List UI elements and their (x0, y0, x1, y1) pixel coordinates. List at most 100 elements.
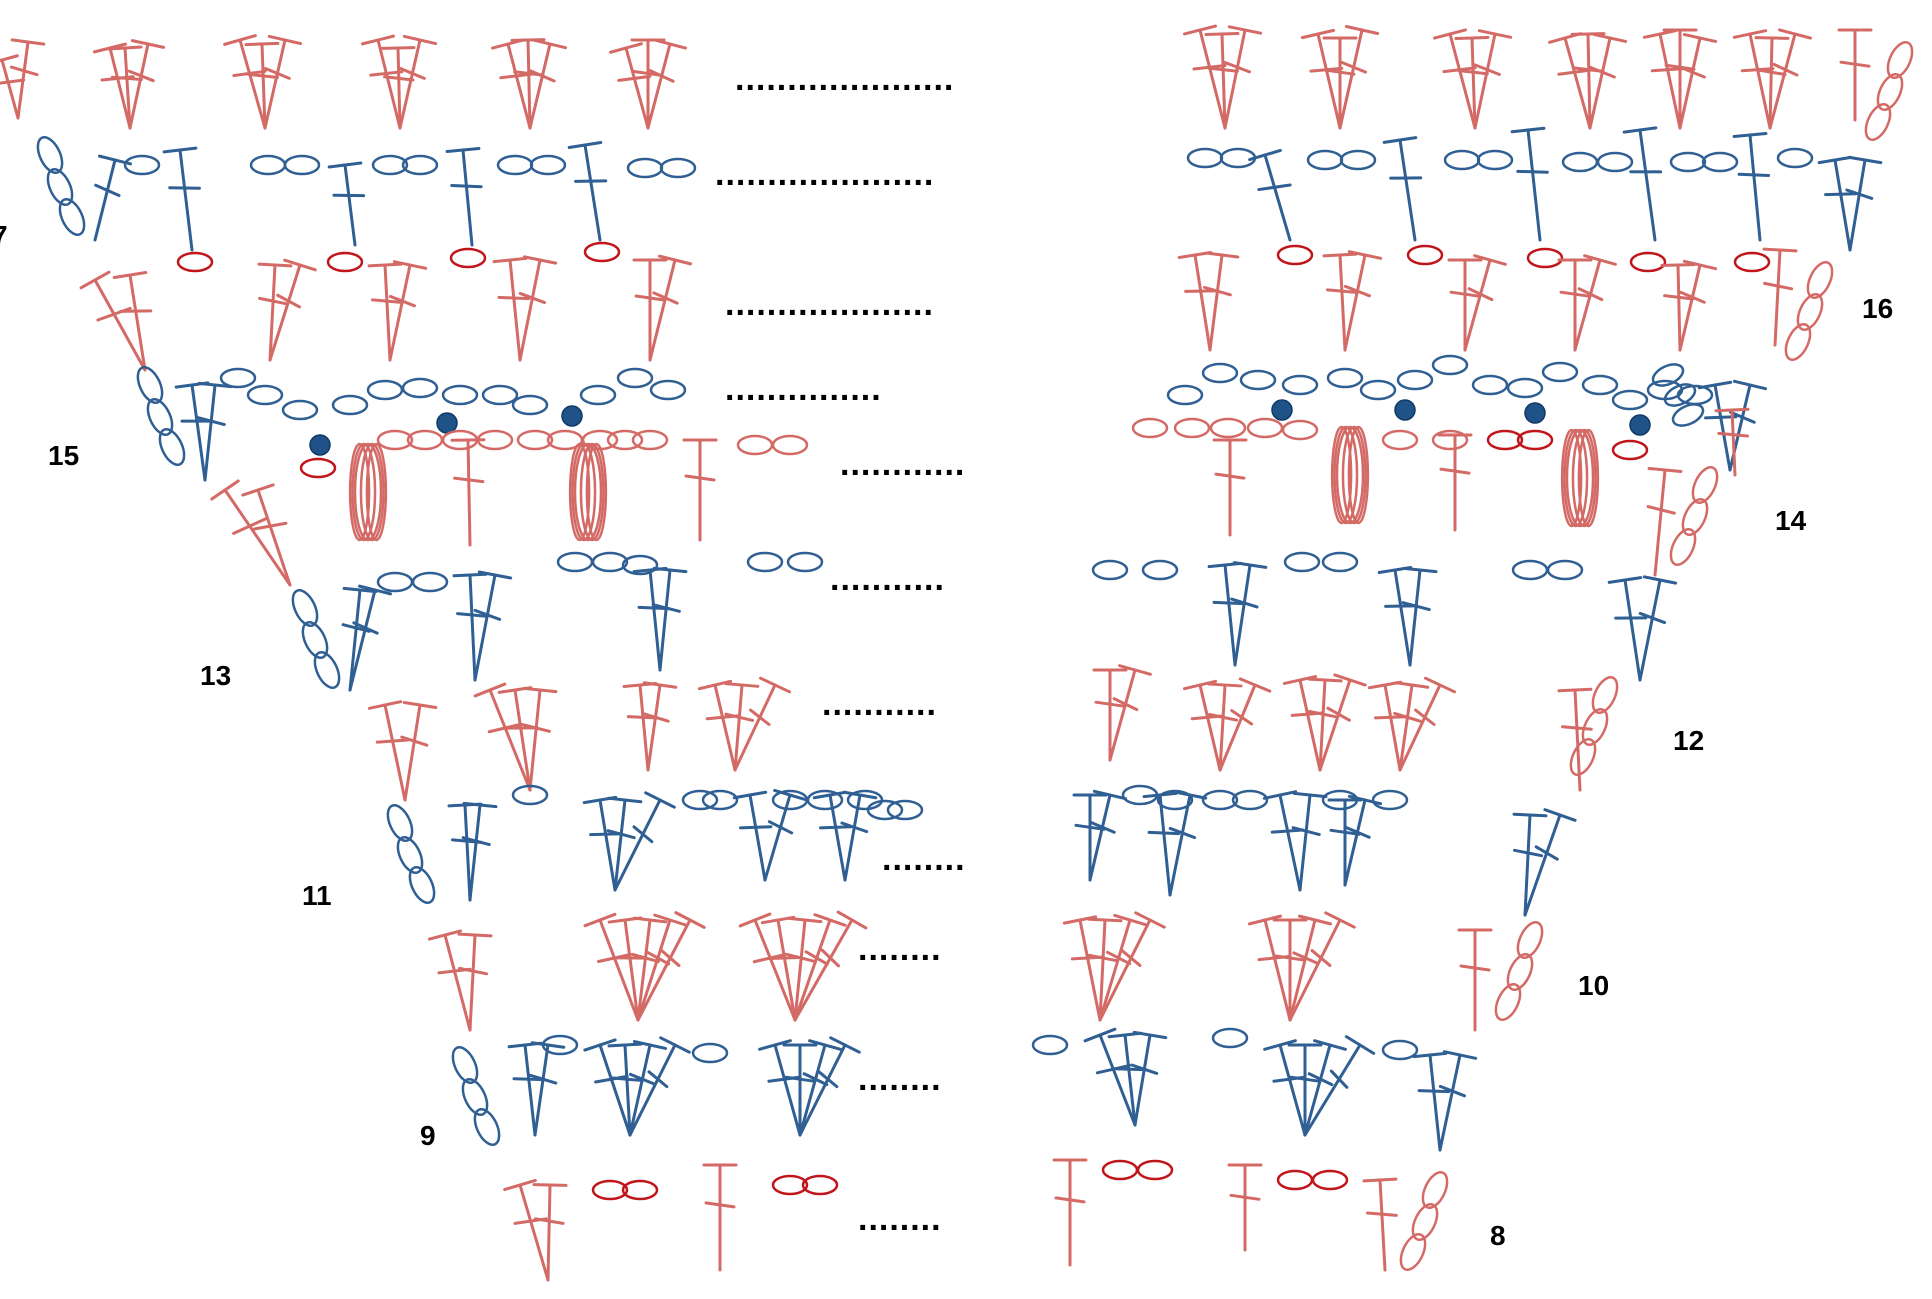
dc-slash (499, 72, 534, 80)
dc-top-bar (787, 916, 823, 924)
dc-top-bar (530, 1041, 566, 1049)
double-crochet-symbol (1108, 664, 1152, 762)
dc-stem (546, 1183, 552, 1282)
dc-slash (1459, 964, 1491, 972)
dc-top-bar (1512, 812, 1548, 818)
chain-symbol (1396, 369, 1434, 391)
dc-slash (1324, 68, 1356, 76)
dc-slash (1229, 1193, 1261, 1201)
chain-symbol (806, 789, 844, 811)
chain-symbol (58, 198, 86, 236)
dc-top-bar (607, 1042, 643, 1048)
dc-stem (1586, 32, 1592, 130)
chain-symbol (1209, 417, 1247, 439)
dc-slash (610, 1076, 643, 1082)
dc-top-bar (1543, 808, 1577, 822)
double-crochet-symbol (1288, 911, 1356, 1022)
dc-stem (526, 38, 532, 130)
chain-symbol (1506, 953, 1534, 991)
dc-slash (1414, 708, 1436, 726)
double-crochet-symbol (360, 34, 404, 130)
double-crochet-symbol (428, 929, 472, 1032)
dc-slash (370, 298, 403, 304)
chain-symbol (376, 429, 414, 451)
double-crochet-symbol (646, 38, 687, 130)
double-crochet-symbol (567, 141, 608, 242)
double-crochet-symbol (473, 570, 513, 682)
dc-slash (383, 75, 415, 82)
dc-stem (383, 703, 407, 802)
dc-stem (93, 278, 147, 372)
dc-top-bar (759, 676, 791, 694)
dc-slash (1214, 472, 1246, 480)
dc-slash (634, 294, 666, 302)
dc-slash (497, 295, 531, 301)
double-crochet-symbol (1512, 812, 1548, 917)
dc-stem (1223, 28, 1247, 130)
chain-symbol (1663, 383, 1697, 407)
chain-symbol (1276, 1169, 1314, 1191)
dc-stem (628, 1043, 652, 1137)
double-crochet-symbol (682, 438, 718, 542)
double-crochet-symbol (1454, 35, 1490, 130)
puff-loop (1577, 428, 1600, 528)
chain-symbol (746, 551, 784, 573)
dc-slash (400, 735, 429, 747)
dc-stem (1288, 918, 1317, 1022)
slip-stitch-symbol (1629, 414, 1651, 436)
double-crochet-symbol (327, 161, 366, 247)
puff-loop (365, 442, 388, 542)
dc-top-bar (1227, 25, 1263, 35)
dc-stem (443, 933, 472, 1032)
double-crochet-symbol (450, 438, 486, 547)
chain-symbol (1876, 73, 1904, 111)
ellipsis-dots: ..................... (735, 60, 954, 98)
dc-top-bar (1134, 911, 1166, 929)
chain-symbol (1326, 367, 1364, 389)
dc-stem (1398, 683, 1442, 772)
dc-slash (1274, 954, 1306, 962)
dc-stem (1198, 28, 1227, 130)
dc-top-bar (653, 913, 687, 927)
dc-top-bar (1570, 32, 1606, 36)
dc-top-bar (1347, 250, 1383, 260)
double-crochet-symbol (210, 479, 292, 587)
dc-stem (733, 683, 777, 772)
row-11: ........... (367, 664, 1619, 802)
puff-stitch-symbol (568, 442, 608, 542)
dc-stem (533, 1043, 550, 1137)
dc-slash (1513, 848, 1544, 858)
dc-top-bar (367, 262, 403, 268)
dc-slash (1329, 1069, 1349, 1089)
dc-slash (1112, 1067, 1146, 1072)
chain-symbol (46, 168, 74, 206)
dc-slash (1717, 431, 1749, 438)
double-crochet-symbol (840, 790, 878, 882)
dc-top-bar (583, 912, 617, 928)
dc-stem (178, 148, 194, 252)
dc-stem (108, 46, 132, 130)
dc-stem (343, 163, 357, 247)
double-crochet-symbol (1510, 126, 1549, 242)
dc-slash (1401, 601, 1431, 612)
dc-slash (1203, 285, 1232, 297)
double-crochet-symbol (1142, 791, 1181, 897)
double-crochet-symbol (648, 254, 693, 362)
dc-slash (632, 825, 654, 844)
dc-slash (617, 74, 652, 82)
chain-symbol (591, 551, 629, 573)
dc-top-bar (1473, 254, 1507, 266)
dc-stem (1168, 793, 1192, 897)
chain-symbol (401, 377, 439, 399)
dc-slash (1088, 953, 1119, 963)
dc-slash (94, 183, 121, 198)
dc-top-bar (1477, 29, 1513, 39)
dc-top-bar (1732, 379, 1768, 391)
dc-top-bar (1442, 1050, 1478, 1060)
double-crochet-symbol (521, 686, 558, 792)
double-crochet-symbol (1382, 136, 1423, 242)
double-crochet-symbol (1262, 790, 1305, 892)
chain-symbol (1173, 417, 1211, 439)
dc-top-bar (1402, 566, 1438, 574)
double-crochet-symbol (1447, 258, 1483, 352)
